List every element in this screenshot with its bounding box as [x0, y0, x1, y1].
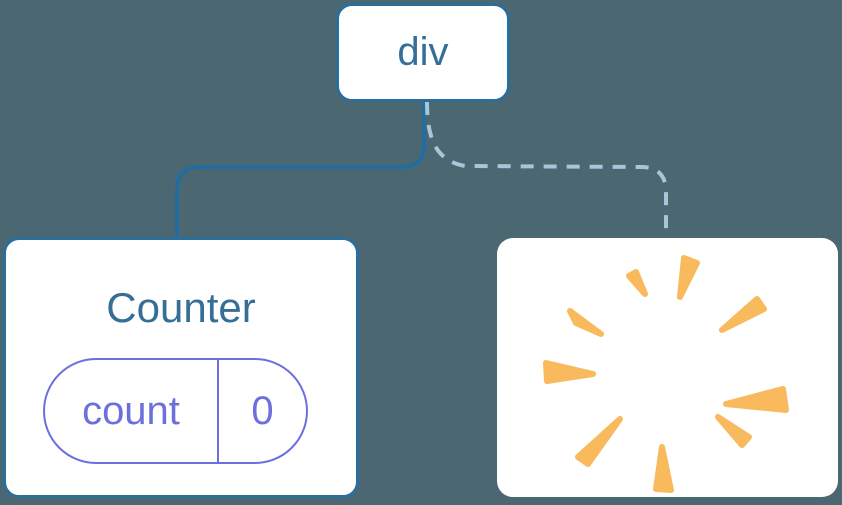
dashed-edge-to-removed	[425, 101, 668, 240]
state-key: count	[45, 360, 219, 462]
counter-component-card: Counter count 0	[3, 237, 359, 498]
removed-component-card	[497, 238, 838, 497]
counter-title: Counter	[106, 284, 256, 331]
state-pill: count 0	[43, 358, 308, 464]
state-value: 0	[251, 388, 274, 433]
root-node-div: div	[336, 3, 510, 102]
poof-burst-icon	[543, 255, 789, 493]
solid-edge-to-counter	[175, 99, 426, 242]
root-node-label: div	[397, 30, 449, 74]
